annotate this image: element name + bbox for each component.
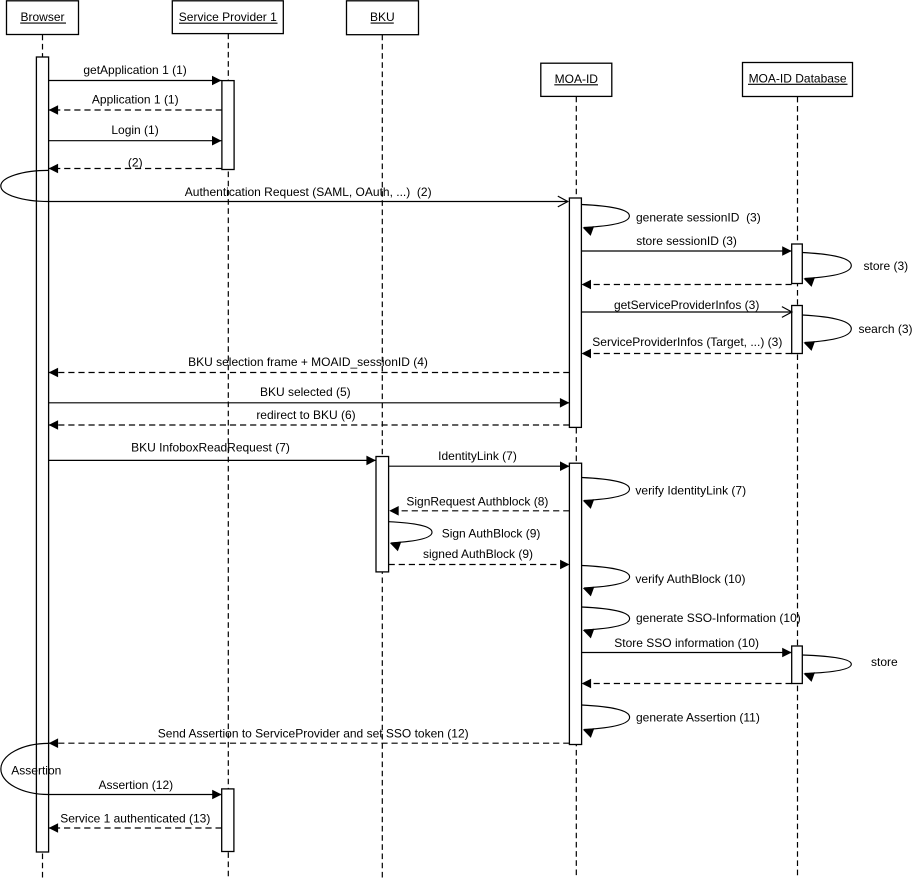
svg-text:Assertion: Assertion bbox=[11, 764, 61, 778]
svg-text:search (3): search (3) bbox=[859, 322, 912, 336]
svg-text:Browser: Browser bbox=[20, 10, 64, 24]
svg-text:Store SSO information (10): Store SSO information (10) bbox=[614, 636, 759, 650]
svg-text:getServiceProviderInfos (3): getServiceProviderInfos (3) bbox=[614, 298, 759, 312]
svg-text:store sessionID (3): store sessionID (3) bbox=[636, 234, 737, 248]
svg-text:MOA-ID: MOA-ID bbox=[555, 72, 599, 86]
svg-text:verify IdentityLink (7): verify IdentityLink (7) bbox=[635, 484, 746, 498]
svg-text:SignRequest Authblock (8): SignRequest Authblock (8) bbox=[406, 495, 548, 509]
svg-text:generate SSO-Information (10): generate SSO-Information (10) bbox=[636, 611, 801, 625]
svg-text:Service 1 authenticated (13): Service 1 authenticated (13) bbox=[60, 812, 210, 826]
svg-text:redirect to BKU (6): redirect to BKU (6) bbox=[256, 408, 355, 422]
svg-text:Send Assertion to ServiceProvi: Send Assertion to ServiceProvider and se… bbox=[158, 726, 469, 740]
svg-text:BKU: BKU bbox=[370, 10, 395, 24]
svg-text:Application 1 (1): Application 1 (1) bbox=[92, 93, 179, 107]
svg-text:Assertion (12): Assertion (12) bbox=[98, 778, 173, 792]
svg-text:BKU InfoboxReadRequest (7): BKU InfoboxReadRequest (7) bbox=[131, 441, 290, 455]
svg-text:(2): (2) bbox=[128, 155, 143, 169]
svg-text:store (3): store (3) bbox=[864, 259, 909, 273]
svg-text:ServiceProviderInfos (Target,: ServiceProviderInfos (Target, ...) (3) bbox=[592, 335, 782, 349]
svg-text:IdentityLink (7): IdentityLink (7) bbox=[438, 449, 517, 463]
svg-text:Sign AuthBlock (9): Sign AuthBlock (9) bbox=[442, 527, 541, 541]
svg-text:Authentication Request (SAML,: Authentication Request (SAML, OAuth, ...… bbox=[185, 185, 432, 199]
svg-text:BKU selected (5): BKU selected (5) bbox=[260, 385, 351, 399]
svg-text:BKU selection frame + MOAID_se: BKU selection frame + MOAID_sessionID (4… bbox=[188, 355, 428, 369]
svg-text:generate Assertion (11): generate Assertion (11) bbox=[636, 711, 760, 725]
svg-text:generate sessionID (3): generate sessionID (3) bbox=[636, 210, 761, 224]
svg-text:verify AuthBlock (10): verify AuthBlock (10) bbox=[635, 572, 745, 586]
svg-text:MOA-ID Database: MOA-ID Database bbox=[749, 71, 847, 85]
svg-text:signed AuthBlock (9): signed AuthBlock (9) bbox=[423, 547, 533, 561]
svg-text:getApplication 1 (1): getApplication 1 (1) bbox=[83, 63, 186, 77]
svg-text:Service Provider 1: Service Provider 1 bbox=[179, 10, 277, 24]
svg-text:Login (1): Login (1) bbox=[111, 123, 158, 137]
svg-text:store: store bbox=[871, 655, 898, 669]
